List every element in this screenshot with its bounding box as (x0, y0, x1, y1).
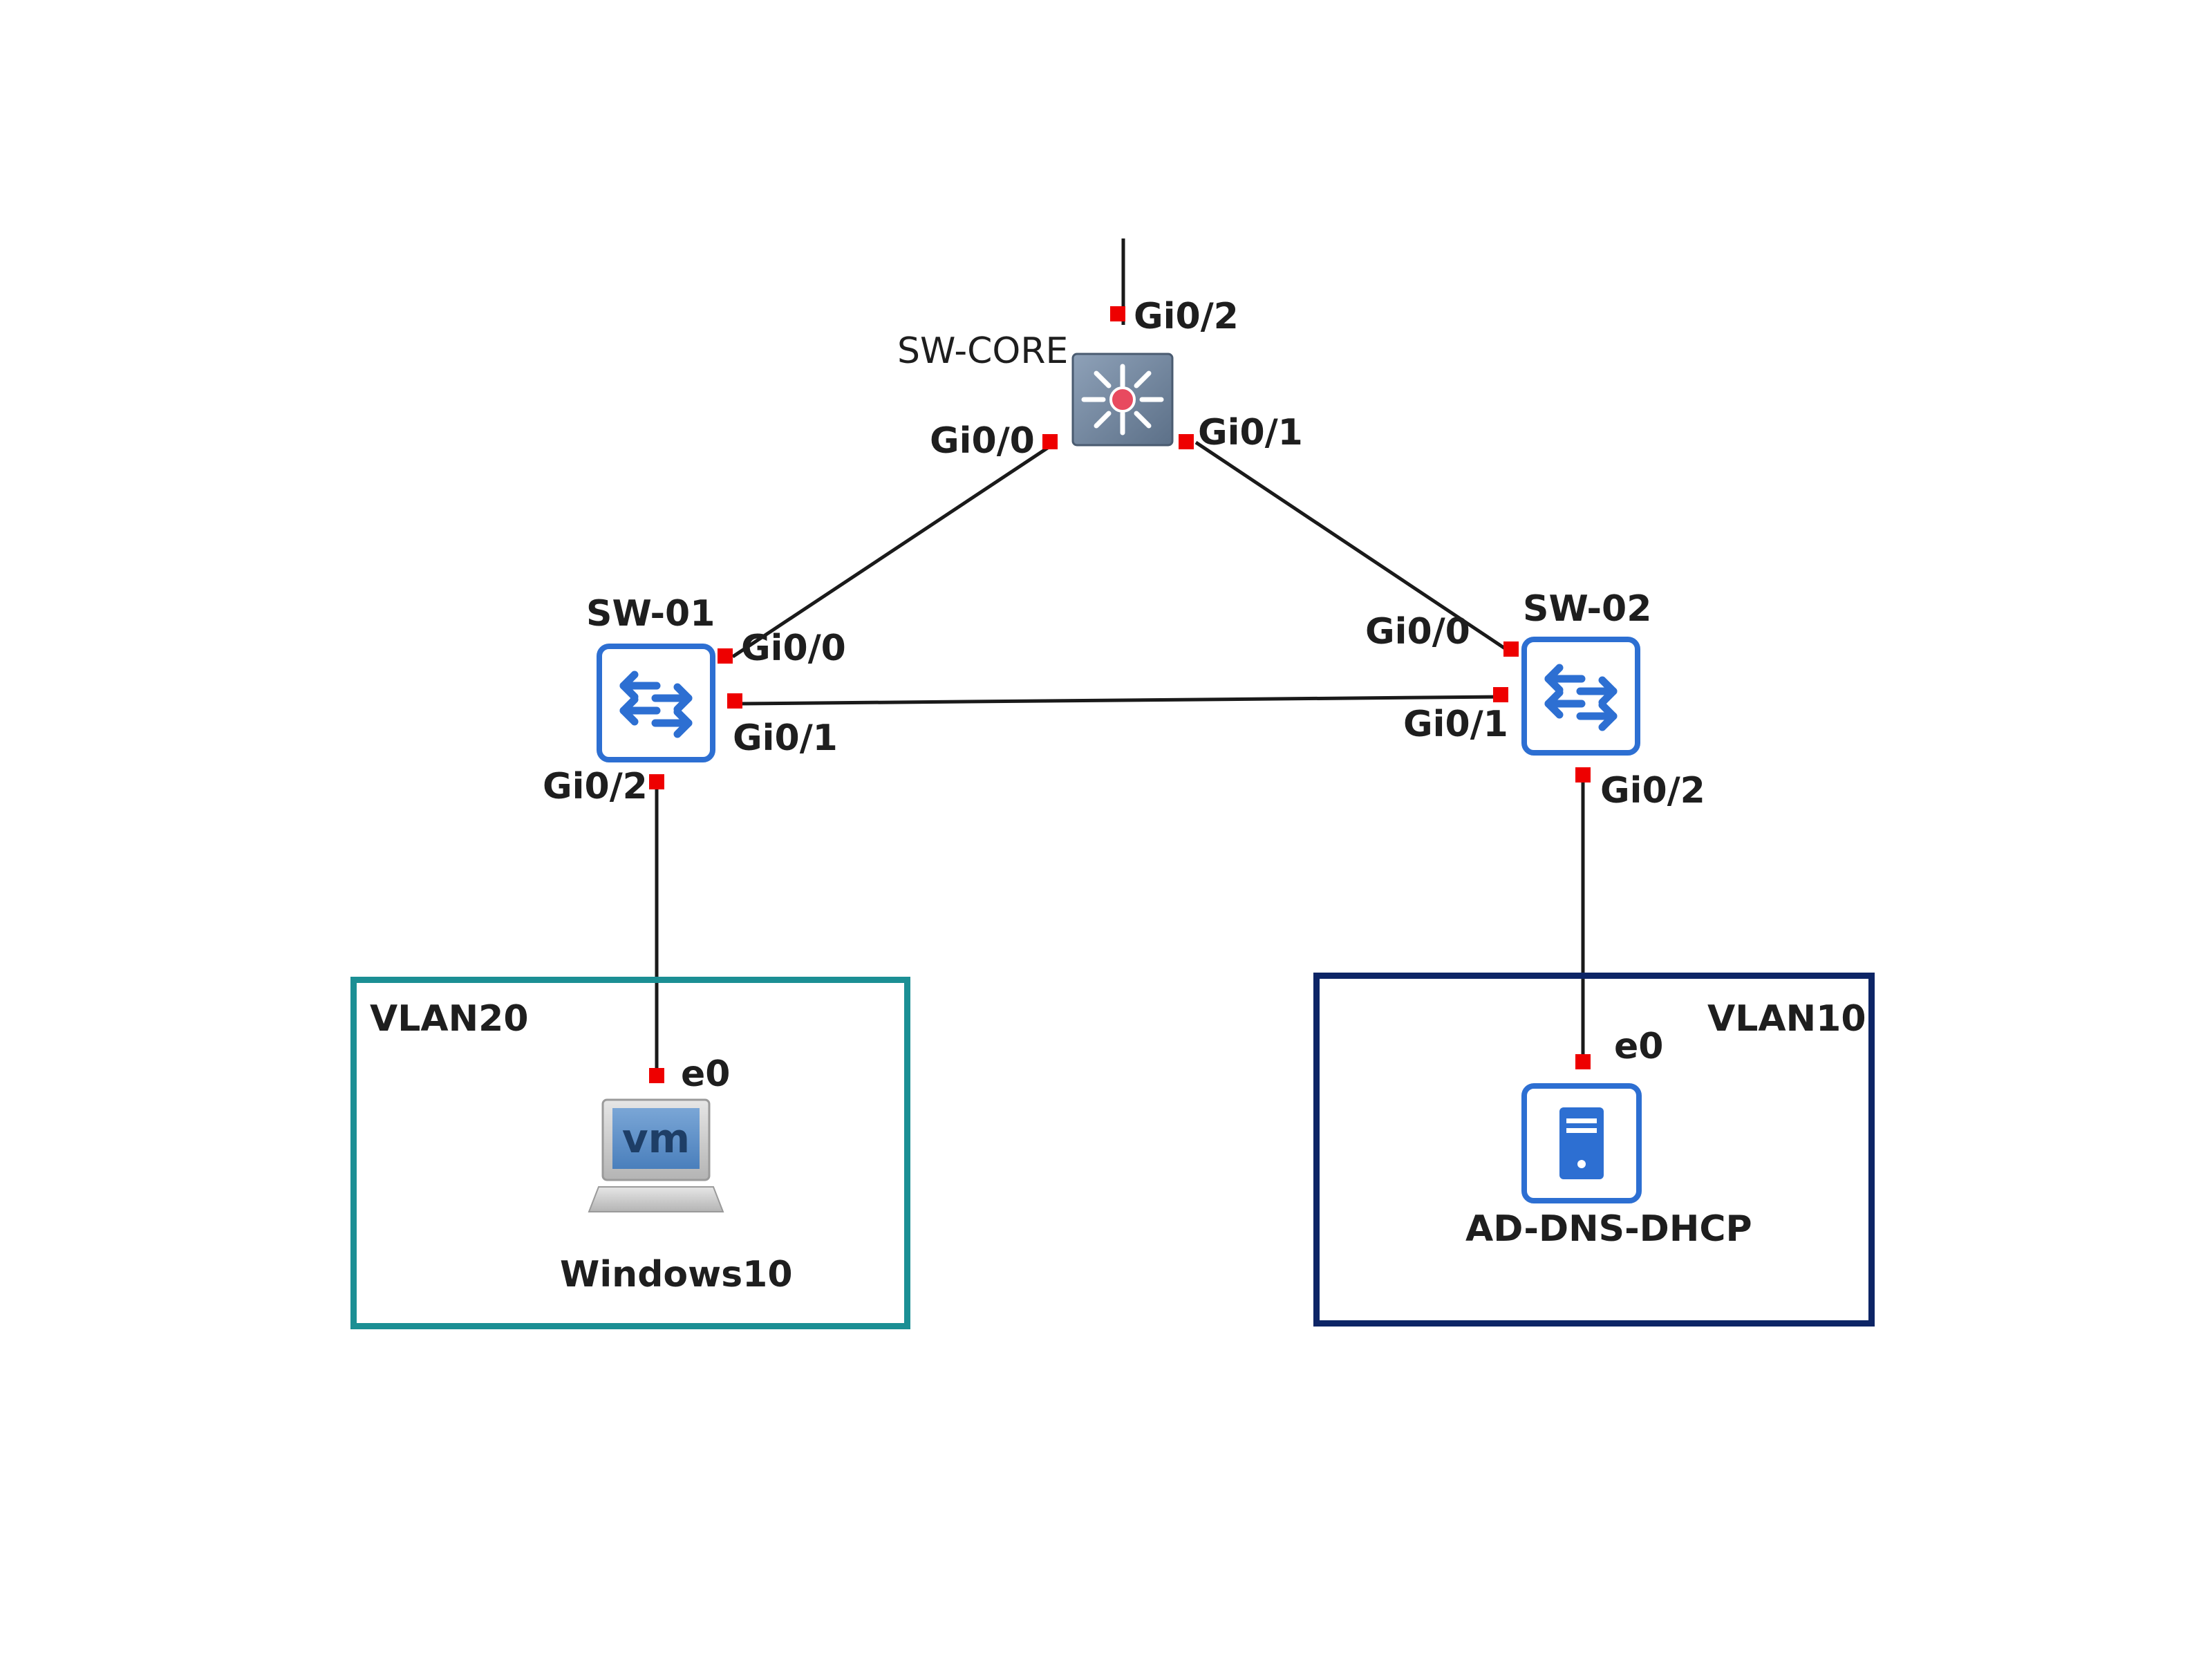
port-sw01-gi00[interactable] (718, 648, 733, 664)
ad-dns-dhcp-server[interactable] (1521, 1082, 1642, 1204)
port-label-sw01-gi01: Gi0/1 (733, 718, 838, 759)
port-sw01-gi01[interactable] (727, 693, 742, 709)
link-sw01-sw02[interactable] (739, 695, 1504, 706)
vm-laptop-icon: vm (588, 1098, 724, 1212)
vm-logo-text: vm (622, 1115, 690, 1162)
port-label-win10-e0: e0 (681, 1053, 731, 1095)
link-core-sw01[interactable] (731, 444, 1052, 659)
vlan10-zone (1313, 973, 1875, 1327)
port-sw02-gi02[interactable] (1575, 767, 1591, 782)
port-sw02-gi01[interactable] (1493, 687, 1508, 702)
multilayer-switch-icon (1071, 353, 1174, 447)
switch-icon (597, 644, 715, 762)
vlan20-label: VLAN20 (370, 998, 529, 1040)
port-label-sw02-gi00: Gi0/0 (1365, 611, 1470, 653)
port-label-sw02-gi02: Gi0/2 (1600, 770, 1705, 812)
links (655, 238, 1585, 1075)
windows10-name: Windows10 (560, 1254, 793, 1295)
port-sw02-gi00[interactable] (1503, 641, 1519, 657)
port-server-e0[interactable] (1575, 1054, 1591, 1069)
port-core-gi02[interactable] (1110, 306, 1125, 321)
sw01-switch[interactable] (596, 643, 716, 763)
port-core-gi01[interactable] (1179, 434, 1194, 449)
sw02-switch[interactable] (1521, 636, 1641, 756)
core-switch[interactable] (1070, 351, 1175, 448)
server-icon (1521, 1083, 1642, 1203)
port-core-gi00[interactable] (1042, 434, 1058, 449)
switch-icon (1521, 637, 1640, 756)
core-switch-name: SW-CORE (897, 330, 1069, 372)
port-label-server-e0: e0 (1614, 1026, 1664, 1067)
sw02-name: SW-02 (1523, 588, 1652, 630)
port-label-sw01-gi02: Gi0/2 (543, 766, 648, 807)
port-label-core-gi02: Gi0/2 (1134, 296, 1239, 337)
vlan20-zone (350, 977, 910, 1329)
server-name: AD-DNS-DHCP (1465, 1208, 1752, 1250)
port-label-core-gi01: Gi0/1 (1198, 412, 1303, 453)
sw01-name: SW-01 (586, 593, 715, 635)
port-label-core-gi00: Gi0/0 (930, 420, 1035, 462)
link-core-sw02[interactable] (1194, 440, 1508, 652)
vlan10-label: VLAN10 (1707, 998, 1866, 1040)
port-win10-e0[interactable] (649, 1068, 664, 1083)
port-label-sw02-gi01: Gi0/1 (1403, 704, 1508, 745)
port-sw01-gi02[interactable] (649, 774, 664, 789)
windows10-host[interactable]: vm (588, 1096, 724, 1217)
port-label-sw01-gi00: Gi0/0 (741, 628, 846, 669)
